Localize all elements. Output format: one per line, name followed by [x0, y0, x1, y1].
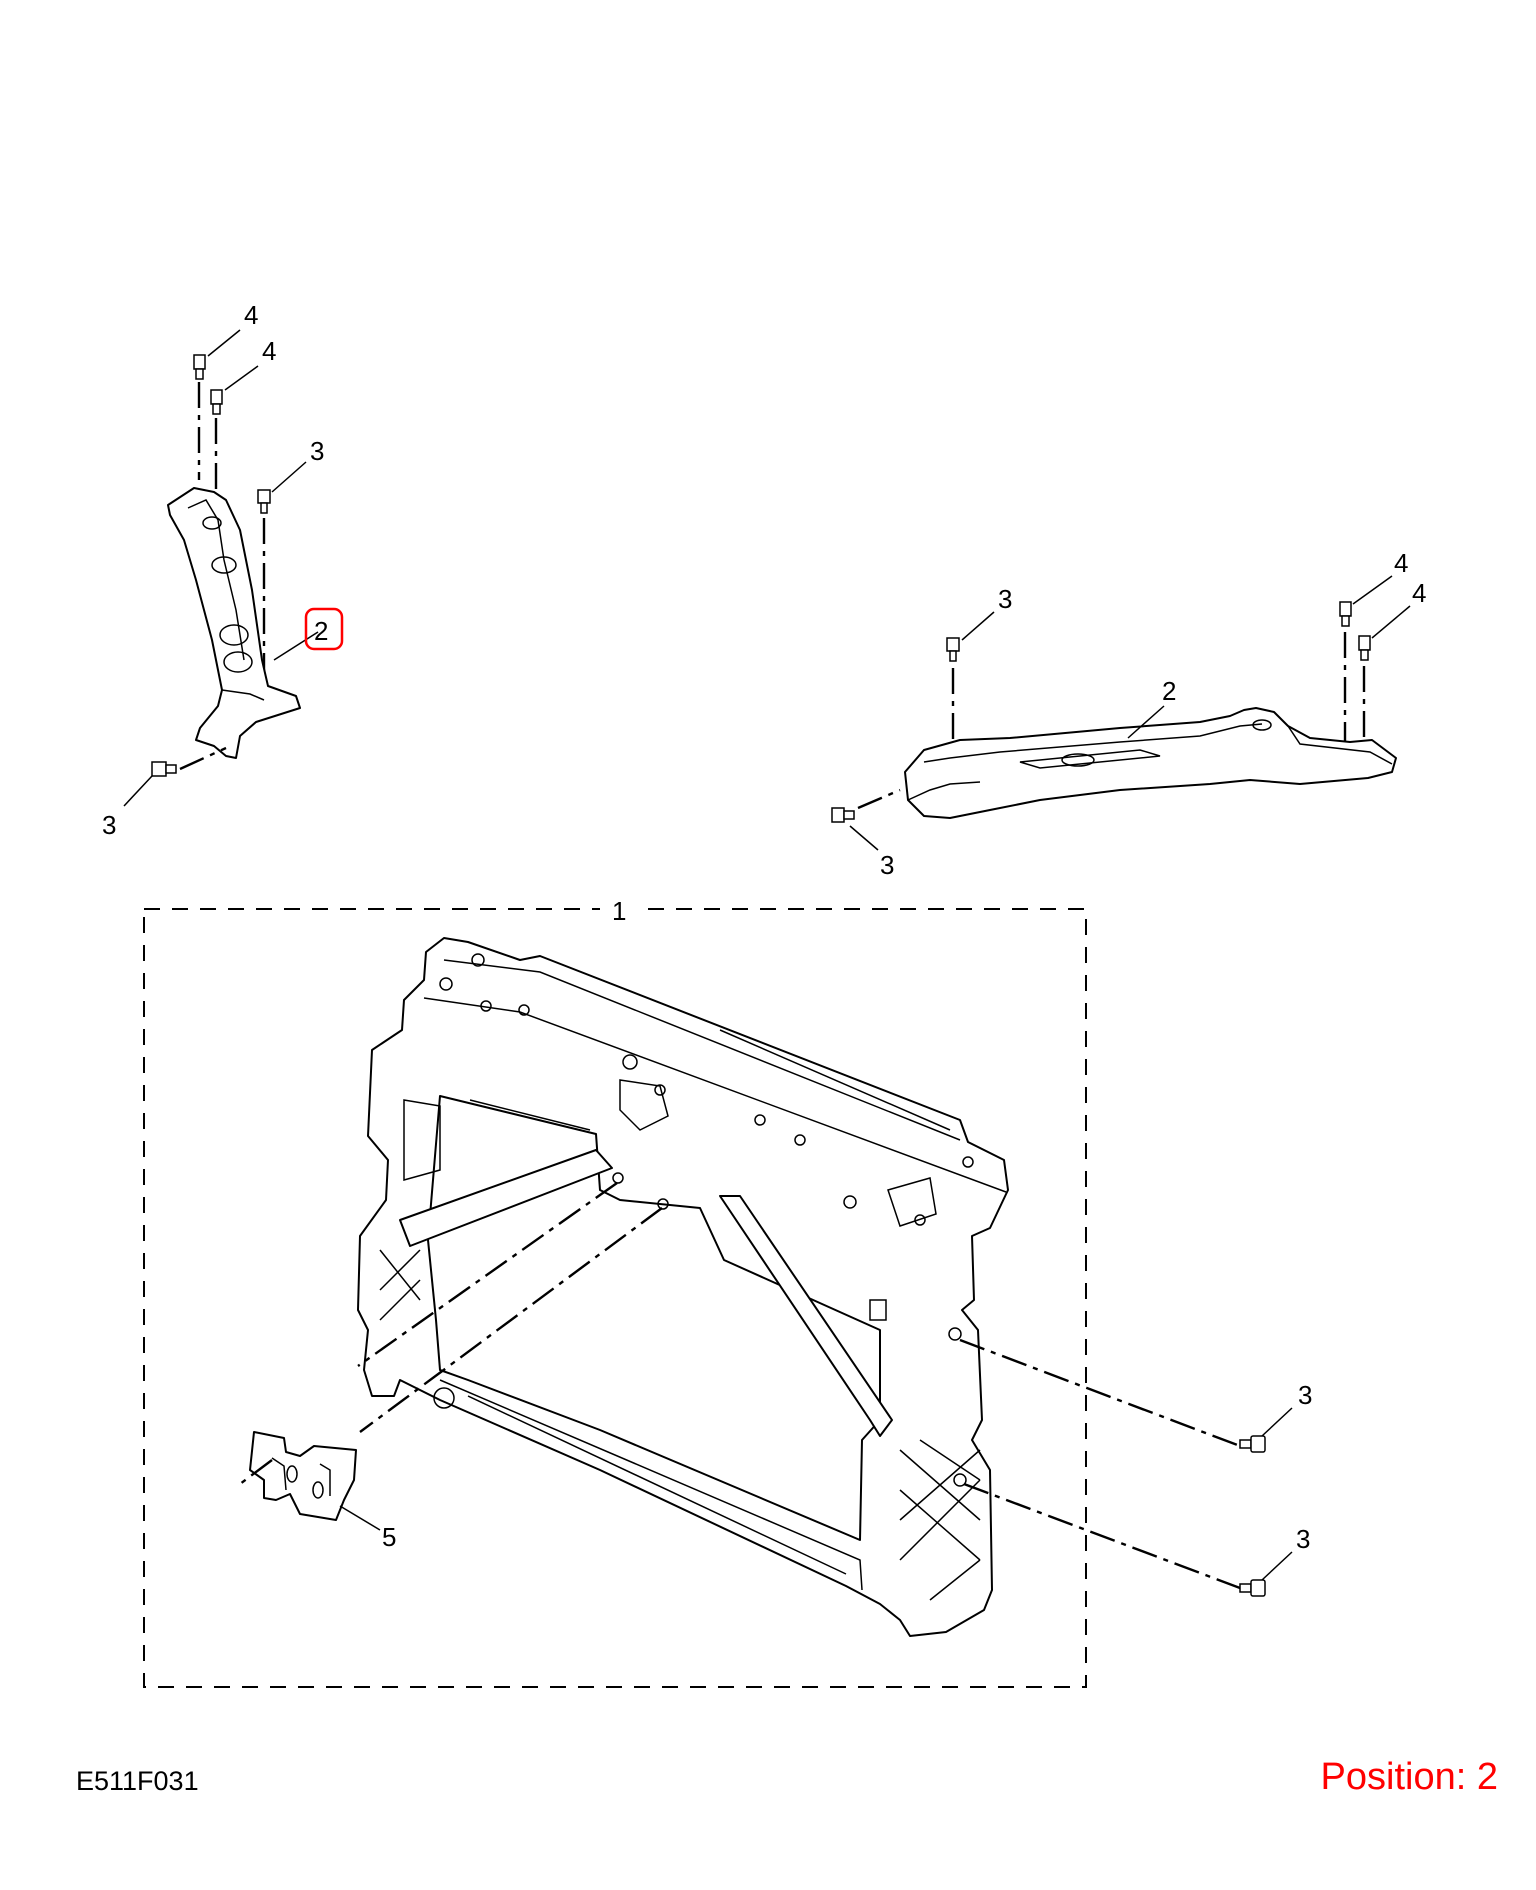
bolt-icon — [1339, 601, 1352, 627]
callout-1: 1 — [612, 896, 626, 926]
callout-5: 5 — [382, 1522, 396, 1552]
callout-2-highlighted[interactable]: 2 — [314, 616, 328, 646]
front-end-carrier-group: 1 — [143, 890, 1312, 1688]
lower-bracket — [249, 1431, 357, 1521]
screw-icon — [151, 761, 177, 777]
position-indicator: Position: 2 — [1320, 1756, 1498, 1798]
callout-3: 3 — [1296, 1524, 1310, 1554]
callout-3: 3 — [880, 850, 894, 880]
callout-4: 4 — [1412, 578, 1426, 608]
callout-4: 4 — [1394, 548, 1408, 578]
screw-icon — [1239, 1579, 1266, 1597]
callout-3: 3 — [310, 436, 324, 466]
screw-icon — [257, 489, 271, 514]
bolt-icon — [193, 354, 206, 380]
callout-4: 4 — [262, 336, 276, 366]
screw-icon — [1239, 1435, 1266, 1453]
right-bracket — [904, 707, 1397, 819]
left-bracket — [167, 487, 301, 759]
callout-3: 3 — [102, 810, 116, 840]
screw-icon — [946, 637, 960, 662]
left-bracket-assembly: 4 4 3 2 3 — [102, 300, 344, 840]
highlight-box — [304, 607, 344, 651]
bolt-icon — [210, 389, 223, 415]
callout-4: 4 — [244, 300, 258, 330]
right-bracket-assembly: 3 4 4 2 3 — [831, 548, 1426, 880]
drawing-code: E511F031 — [76, 1766, 199, 1796]
callout-3: 3 — [998, 584, 1012, 614]
assembly-frame — [143, 908, 1087, 1688]
bolt-icon — [1358, 635, 1371, 661]
screw-icon — [831, 807, 855, 823]
callout-3: 3 — [1298, 1380, 1312, 1410]
callout-2: 2 — [1162, 676, 1176, 706]
